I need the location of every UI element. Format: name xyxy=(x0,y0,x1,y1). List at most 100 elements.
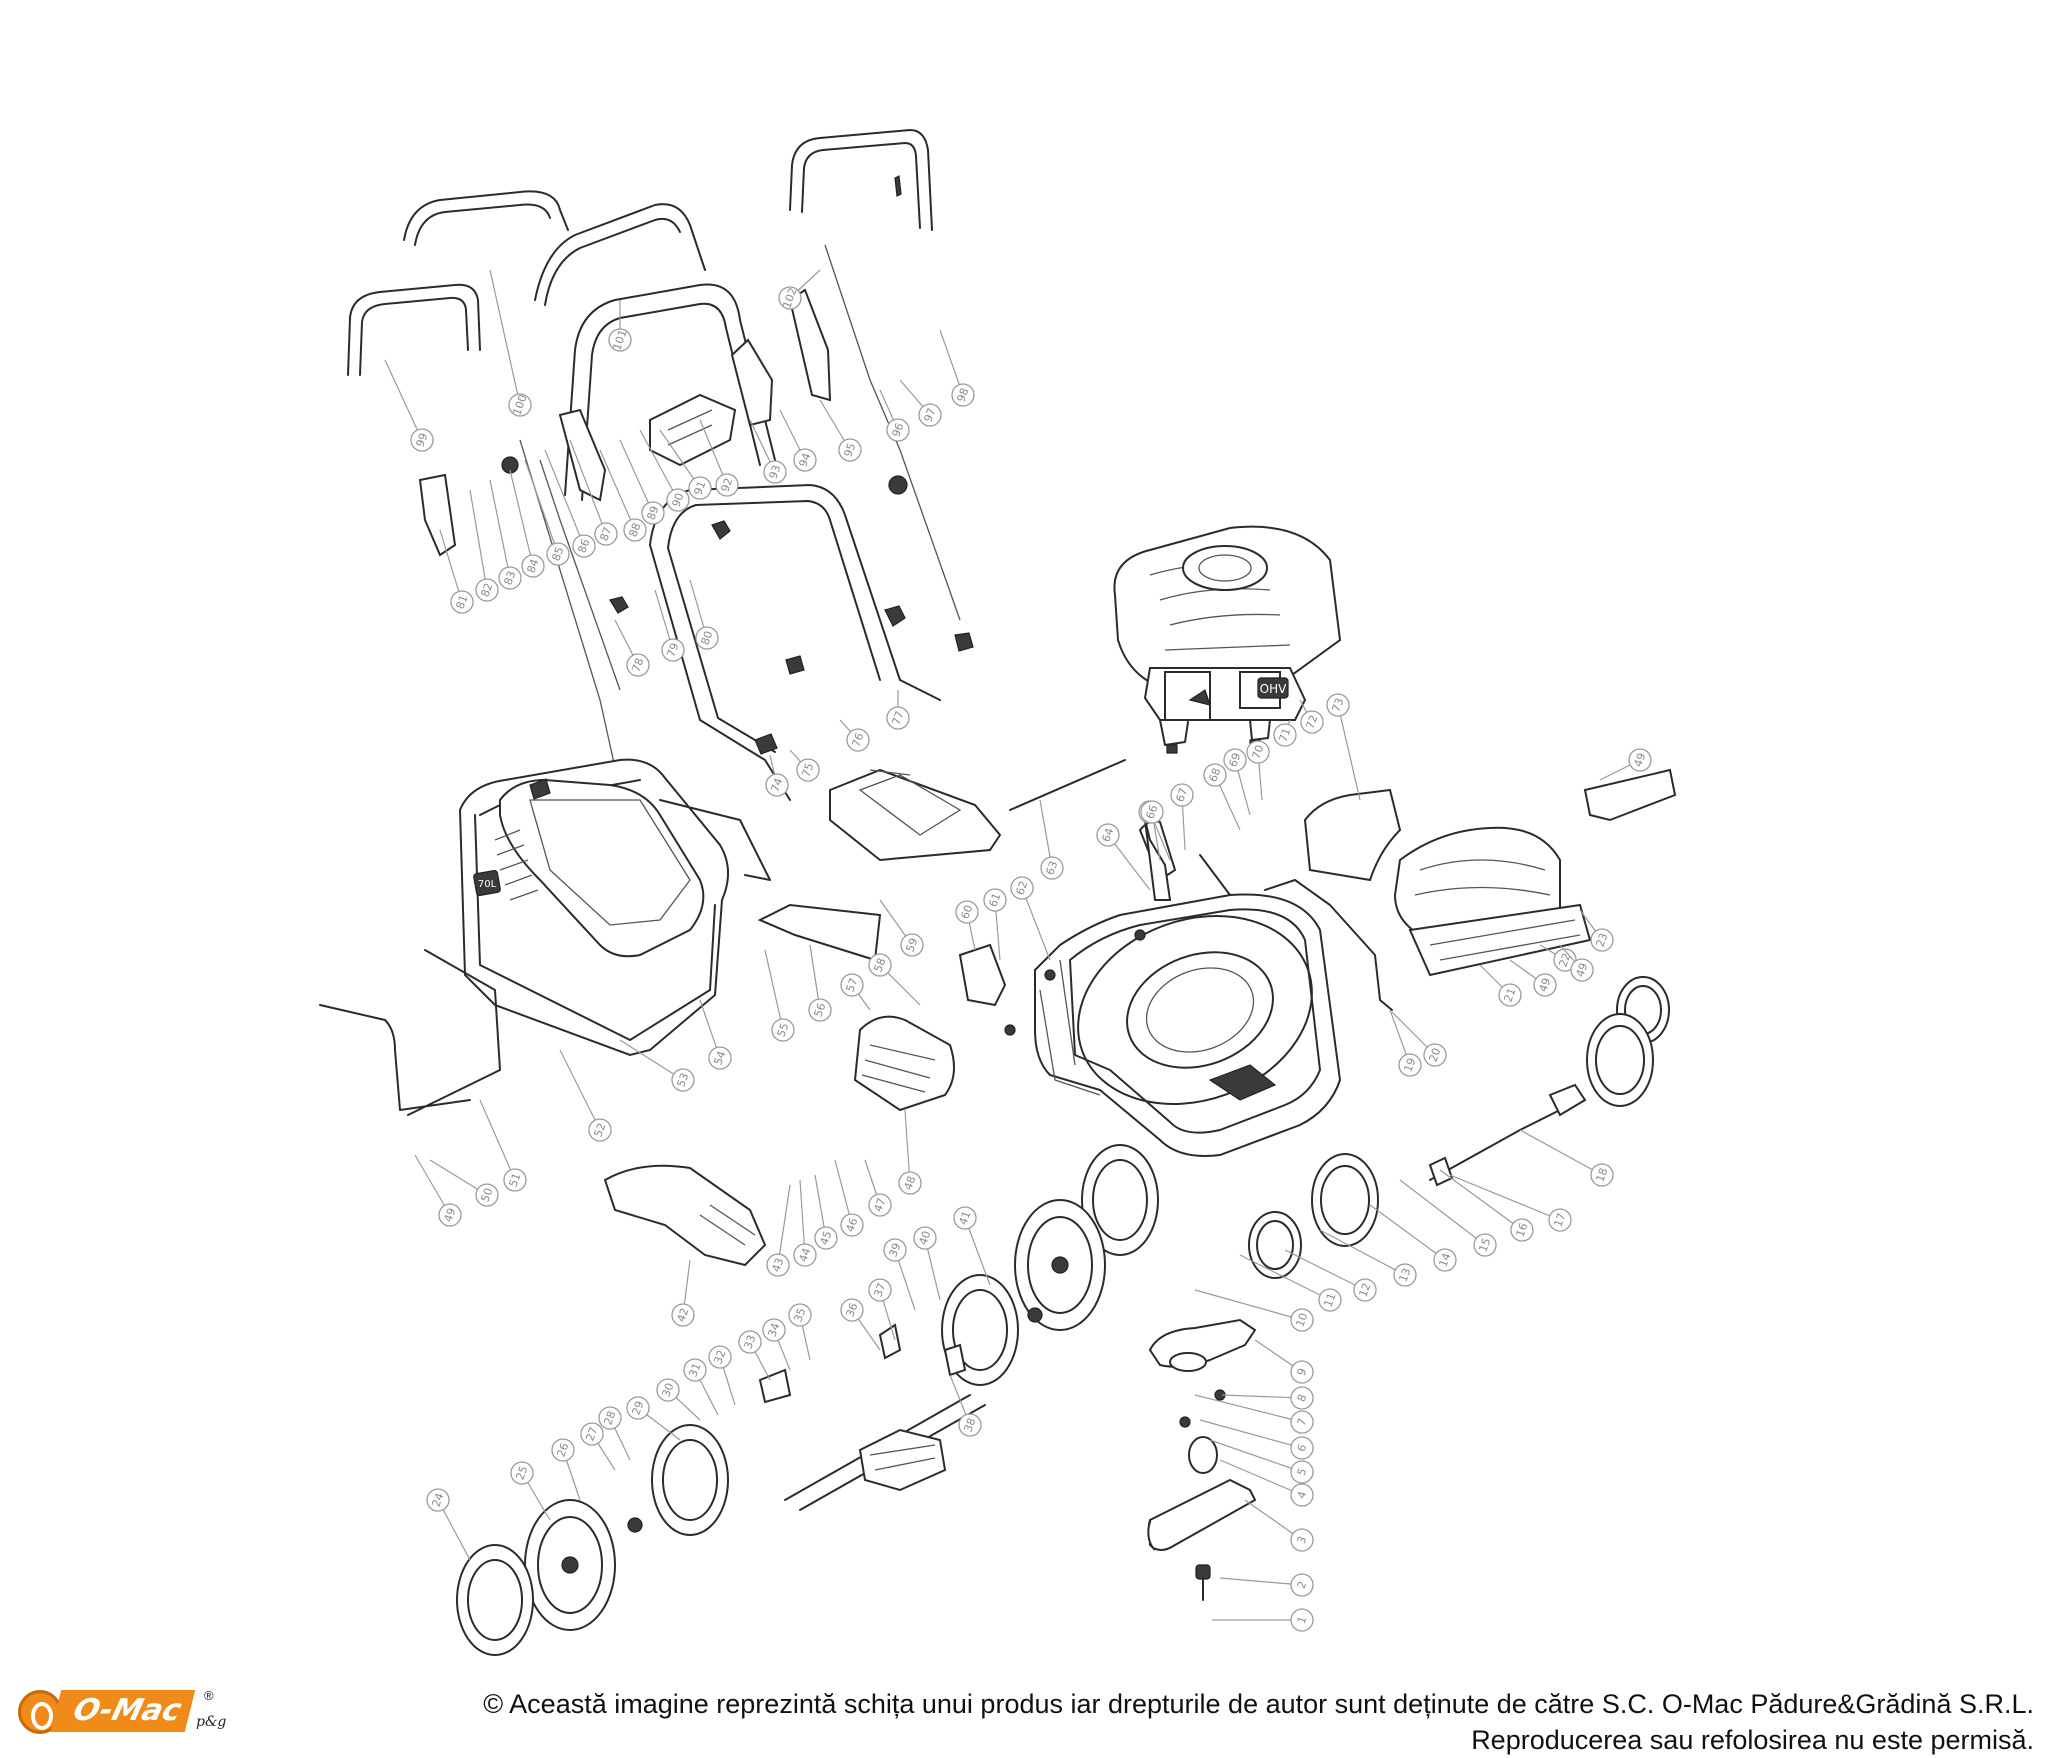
part-callout-leader-88 xyxy=(619,439,654,514)
part-callout-circle-51 xyxy=(588,1118,612,1142)
callout-layer: 1234567891011121314151617181920212223242… xyxy=(384,269,1652,1632)
part-callout-circle-52 xyxy=(671,1068,695,1092)
engine-badge: OHV xyxy=(1260,682,1287,696)
part-callout-label-54: 55 xyxy=(774,1021,791,1039)
part-callout-circle-58 xyxy=(900,933,924,957)
part-callout-label-55: 56 xyxy=(811,1001,828,1019)
part-callout-circle-26 xyxy=(580,1422,604,1446)
part-callout-label-76: 77 xyxy=(889,709,906,727)
part-callout-label-66: 67 xyxy=(1173,786,1190,804)
part-callout-label-62: 63 xyxy=(1043,859,1060,877)
part-callout-circle-21 xyxy=(1553,948,1577,972)
part-callout-label-17: 18 xyxy=(1593,1166,1610,1184)
part-callout-label-61: 62 xyxy=(1013,879,1030,897)
part-callout-circle-29 xyxy=(656,1378,680,1402)
part-callout-circle-101 xyxy=(778,286,802,310)
part-callout-leader-9 xyxy=(1194,1289,1303,1321)
part-callout-leader-4 xyxy=(1209,1439,1303,1473)
part-callout-circle-86 xyxy=(594,522,618,546)
part-callout-label-27: 28 xyxy=(601,1409,618,1427)
part-callout-label-65: 66 xyxy=(1143,803,1160,821)
part-callout-circle-31 xyxy=(708,1345,732,1369)
part-callout-circle-71 xyxy=(1300,710,1324,734)
part-callout-circle-53 xyxy=(708,1046,732,1070)
part-callout-circle-98 xyxy=(410,428,434,452)
part-callout-circle-25 xyxy=(551,1438,575,1462)
part-callout-label-2: 3 xyxy=(1295,1534,1310,1545)
part-callout-label-80: 81 xyxy=(453,593,470,611)
part-callout-leader-82 xyxy=(489,479,511,579)
part-callout-label-28: 29 xyxy=(629,1399,646,1417)
part-callout-label-8: 9 xyxy=(1295,1366,1310,1377)
part-callout-label-19: 20 xyxy=(1426,1046,1443,1064)
part-callout-label-93: 94 xyxy=(796,451,813,469)
part-callout-circle-47 xyxy=(898,1171,922,1195)
part-callout-circle-40 xyxy=(953,1206,977,1230)
part-callout-circle-6 xyxy=(1290,1410,1314,1434)
part-callout-label-48: 49 xyxy=(441,1206,458,1224)
part-callout-label-10: 11 xyxy=(1321,1291,1338,1309)
logo-subtitle: p&g xyxy=(196,1714,227,1730)
part-callout-leader-40 xyxy=(964,1217,991,1286)
part-callout-circle-39 xyxy=(913,1226,937,1250)
part-callout-leader-83 xyxy=(509,469,534,567)
part-callout-leader-91 xyxy=(699,419,728,486)
part-callout-label-87: 88 xyxy=(626,521,643,539)
part-callout-circle-0 xyxy=(1290,1608,1314,1632)
part-callout-label-9: 10 xyxy=(1293,1311,1310,1329)
part-callout-label-85: 86 xyxy=(575,537,592,555)
part-callout-label-89: 90 xyxy=(669,491,686,509)
part-callout-label-20: 21 xyxy=(1501,986,1518,1004)
rear-parts xyxy=(603,759,1677,1267)
part-callout-leader-98 xyxy=(384,359,423,441)
part-callout-circle-88 xyxy=(641,501,665,525)
part-callout-label-43: 44 xyxy=(796,1246,813,1264)
part-callout-label-47: 48 xyxy=(901,1174,918,1192)
part-callout-circle-46 xyxy=(868,1193,892,1217)
part-callout-leader-15 xyxy=(1439,1169,1523,1231)
extra-callout-label-0: 49 xyxy=(1573,961,1590,979)
part-callout-label-94: 95 xyxy=(841,441,858,459)
part-callout-label-44: 45 xyxy=(817,1229,834,1247)
logo-registered-mark: ® xyxy=(204,1688,214,1703)
part-callout-circle-89 xyxy=(666,488,690,512)
part-callout-label-98: 99 xyxy=(413,431,430,449)
part-callout-circle-92 xyxy=(763,460,787,484)
part-callout-circle-17 xyxy=(1590,1163,1614,1187)
part-callout-circle-24 xyxy=(510,1461,534,1485)
part-callout-label-50: 51 xyxy=(506,1171,523,1189)
part-callout-circle-75 xyxy=(846,728,870,752)
grass-bag: 70L xyxy=(319,758,771,1116)
part-callout-leader-16 xyxy=(1449,1174,1561,1221)
part-callout-label-5: 6 xyxy=(1295,1442,1310,1453)
company-logo: O-Mac p&g ® xyxy=(18,1684,248,1744)
part-callout-circle-57 xyxy=(868,953,892,977)
extra-callout-label-2: 49 xyxy=(1536,976,1553,994)
part-callout-label-18: 19 xyxy=(1401,1056,1418,1074)
footer: O-Mac p&g ® © Această imagine reprezintă… xyxy=(0,1670,2048,1758)
part-callout-circle-72 xyxy=(1326,693,1350,717)
part-callout-leader-12 xyxy=(1319,1229,1406,1276)
part-callout-circle-93 xyxy=(793,448,817,472)
part-callout-circle-8 xyxy=(1290,1360,1314,1384)
part-callout-leader-10 xyxy=(1239,1254,1331,1301)
part-callout-circle-67 xyxy=(1203,763,1227,787)
part-callout-circle-91 xyxy=(715,473,739,497)
part-callout-circle-73 xyxy=(765,773,789,797)
part-callout-leader-51 xyxy=(559,1049,601,1131)
part-callout-label-16: 17 xyxy=(1551,1211,1568,1229)
part-callout-leader-89 xyxy=(639,429,679,501)
part-callout-label-86: 87 xyxy=(597,525,614,543)
copyright-line-1: © Această imagine reprezintă schița unui… xyxy=(483,1689,2034,1719)
part-callout-circle-94 xyxy=(838,438,862,462)
part-callout-circle-48 xyxy=(438,1203,462,1227)
part-callout-label-30: 31 xyxy=(686,1361,703,1379)
part-callout-leader-85 xyxy=(544,449,585,547)
part-callout-circle-62 xyxy=(1040,856,1064,880)
part-callout-circle-90 xyxy=(688,476,712,500)
part-callout-label-58: 59 xyxy=(903,936,920,954)
part-callout-label-6: 7 xyxy=(1295,1416,1310,1427)
part-callout-leader-13 xyxy=(1369,1204,1446,1261)
part-callout-label-88: 89 xyxy=(644,504,661,522)
part-callout-leader-99 xyxy=(489,269,521,406)
